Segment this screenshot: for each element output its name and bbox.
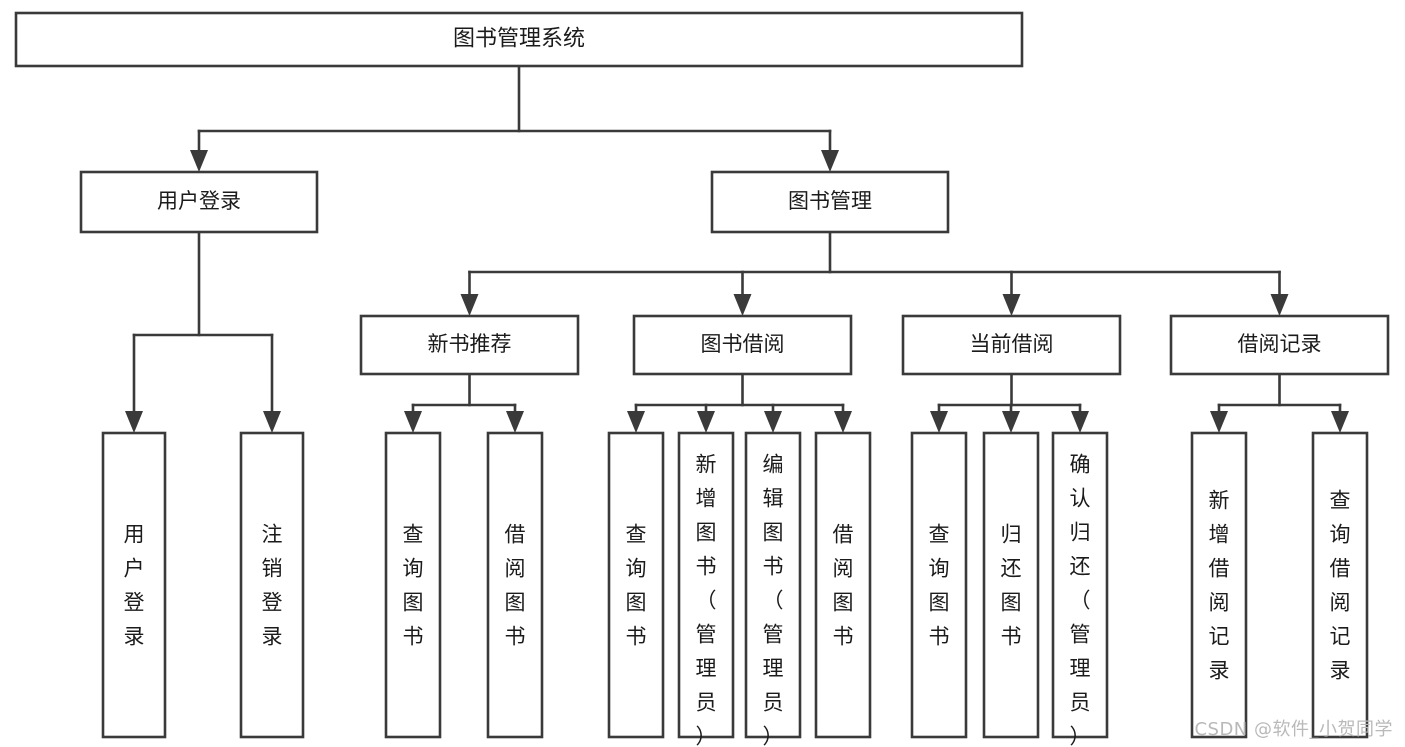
node-leaf-user-logout[interactable]: 注销登录: [239, 431, 305, 739]
node-box: [814, 431, 872, 739]
arrow-head: [125, 411, 143, 433]
node-label: 编辑图书（管理员）: [763, 452, 784, 747]
node-box: [14, 11, 1024, 68]
node-leaf-user-login[interactable]: 用户登录: [101, 431, 167, 739]
arrow-head: [1002, 411, 1020, 433]
node-rec-add-record[interactable]: 新增借阅记录: [1190, 431, 1248, 739]
node-box: [677, 431, 735, 739]
node-box: [384, 431, 442, 739]
arrow-head: [764, 411, 782, 433]
node-cur-confirm-return[interactable]: 确认归还（管理员）: [1051, 431, 1109, 747]
node-box: [632, 314, 853, 376]
node-current-borrow[interactable]: 当前借阅: [901, 314, 1122, 376]
arrow-head: [733, 294, 752, 316]
arrow-head: [1071, 411, 1089, 433]
node-label: 注销登录: [262, 522, 283, 648]
node-label: 查询图书: [403, 522, 424, 648]
node-label: 查询借阅记录: [1330, 488, 1351, 682]
arrow-head: [1210, 411, 1228, 433]
arrow-head: [460, 294, 479, 316]
arrow-head: [404, 411, 422, 433]
node-box: [79, 170, 319, 234]
node-box: [101, 431, 167, 739]
arrow-head: [930, 411, 948, 433]
arrow-head: [834, 411, 852, 433]
arrow-head: [1002, 294, 1021, 316]
nodes-layer: 图书管理系统用户登录用户登录注销登录图书管理新书推荐查询图书借阅图书图书借阅查询…: [14, 11, 1390, 747]
node-cur-query-book[interactable]: 查询图书: [910, 431, 968, 739]
node-box: [982, 431, 1040, 739]
arrow-head: [821, 150, 839, 172]
node-label: 用户登录: [157, 189, 241, 213]
arrow-head: [190, 150, 208, 172]
node-label: 新书推荐: [428, 332, 512, 356]
node-borrow-record[interactable]: 借阅记录: [1169, 314, 1390, 376]
arrow-head: [627, 411, 645, 433]
node-root[interactable]: 图书管理系统: [14, 11, 1024, 68]
node-box: [359, 314, 580, 376]
node-box: [1169, 314, 1390, 376]
node-rec-borrow-book[interactable]: 借阅图书: [486, 431, 544, 739]
node-label: 查询图书: [626, 522, 647, 648]
node-label: 新增借阅记录: [1209, 488, 1230, 682]
node-label: 借阅图书: [505, 522, 526, 648]
arrow-head: [697, 411, 715, 433]
connectors-layer: [125, 64, 1349, 433]
node-box: [910, 431, 968, 739]
node-box: [710, 170, 950, 234]
node-box: [1190, 431, 1248, 739]
node-label: 图书管理系统: [453, 27, 585, 52]
node-label: 借阅图书: [833, 522, 854, 648]
node-rec-query-book[interactable]: 查询图书: [384, 431, 442, 739]
node-rec-query-record[interactable]: 查询借阅记录: [1311, 431, 1369, 739]
node-box: [239, 431, 305, 739]
arrow-head: [1270, 294, 1289, 316]
node-box: [486, 431, 544, 739]
node-user-login[interactable]: 用户登录: [79, 170, 319, 234]
node-borrow-query-book[interactable]: 查询图书: [607, 431, 665, 739]
arrow-head: [1331, 411, 1349, 433]
node-borrow-lend-book[interactable]: 借阅图书: [814, 431, 872, 739]
node-book-borrow[interactable]: 图书借阅: [632, 314, 853, 376]
node-borrow-add-book[interactable]: 新增图书（管理员）: [677, 431, 735, 747]
node-box: [607, 431, 665, 739]
arrow-head: [506, 411, 524, 433]
node-label: 借阅记录: [1238, 332, 1322, 356]
arrow-head: [263, 411, 281, 433]
node-label: 归还图书: [1001, 522, 1022, 648]
node-label: 查询图书: [929, 522, 950, 648]
node-borrow-edit-book[interactable]: 编辑图书（管理员）: [744, 431, 802, 747]
node-label: 图书借阅: [701, 332, 785, 356]
node-box: [1311, 431, 1369, 739]
node-new-book-rec[interactable]: 新书推荐: [359, 314, 580, 376]
node-label: 确认归还（管理员）: [1070, 452, 1091, 747]
node-label: 图书管理: [788, 189, 872, 213]
node-book-manage[interactable]: 图书管理: [710, 170, 950, 234]
node-box: [744, 431, 802, 739]
node-label: 新增图书（管理员）: [696, 452, 717, 747]
node-box: [1051, 431, 1109, 739]
node-label: 用户登录: [124, 522, 145, 648]
node-label: 当前借阅: [970, 332, 1054, 356]
node-box: [901, 314, 1122, 376]
node-cur-return-book[interactable]: 归还图书: [982, 431, 1040, 739]
